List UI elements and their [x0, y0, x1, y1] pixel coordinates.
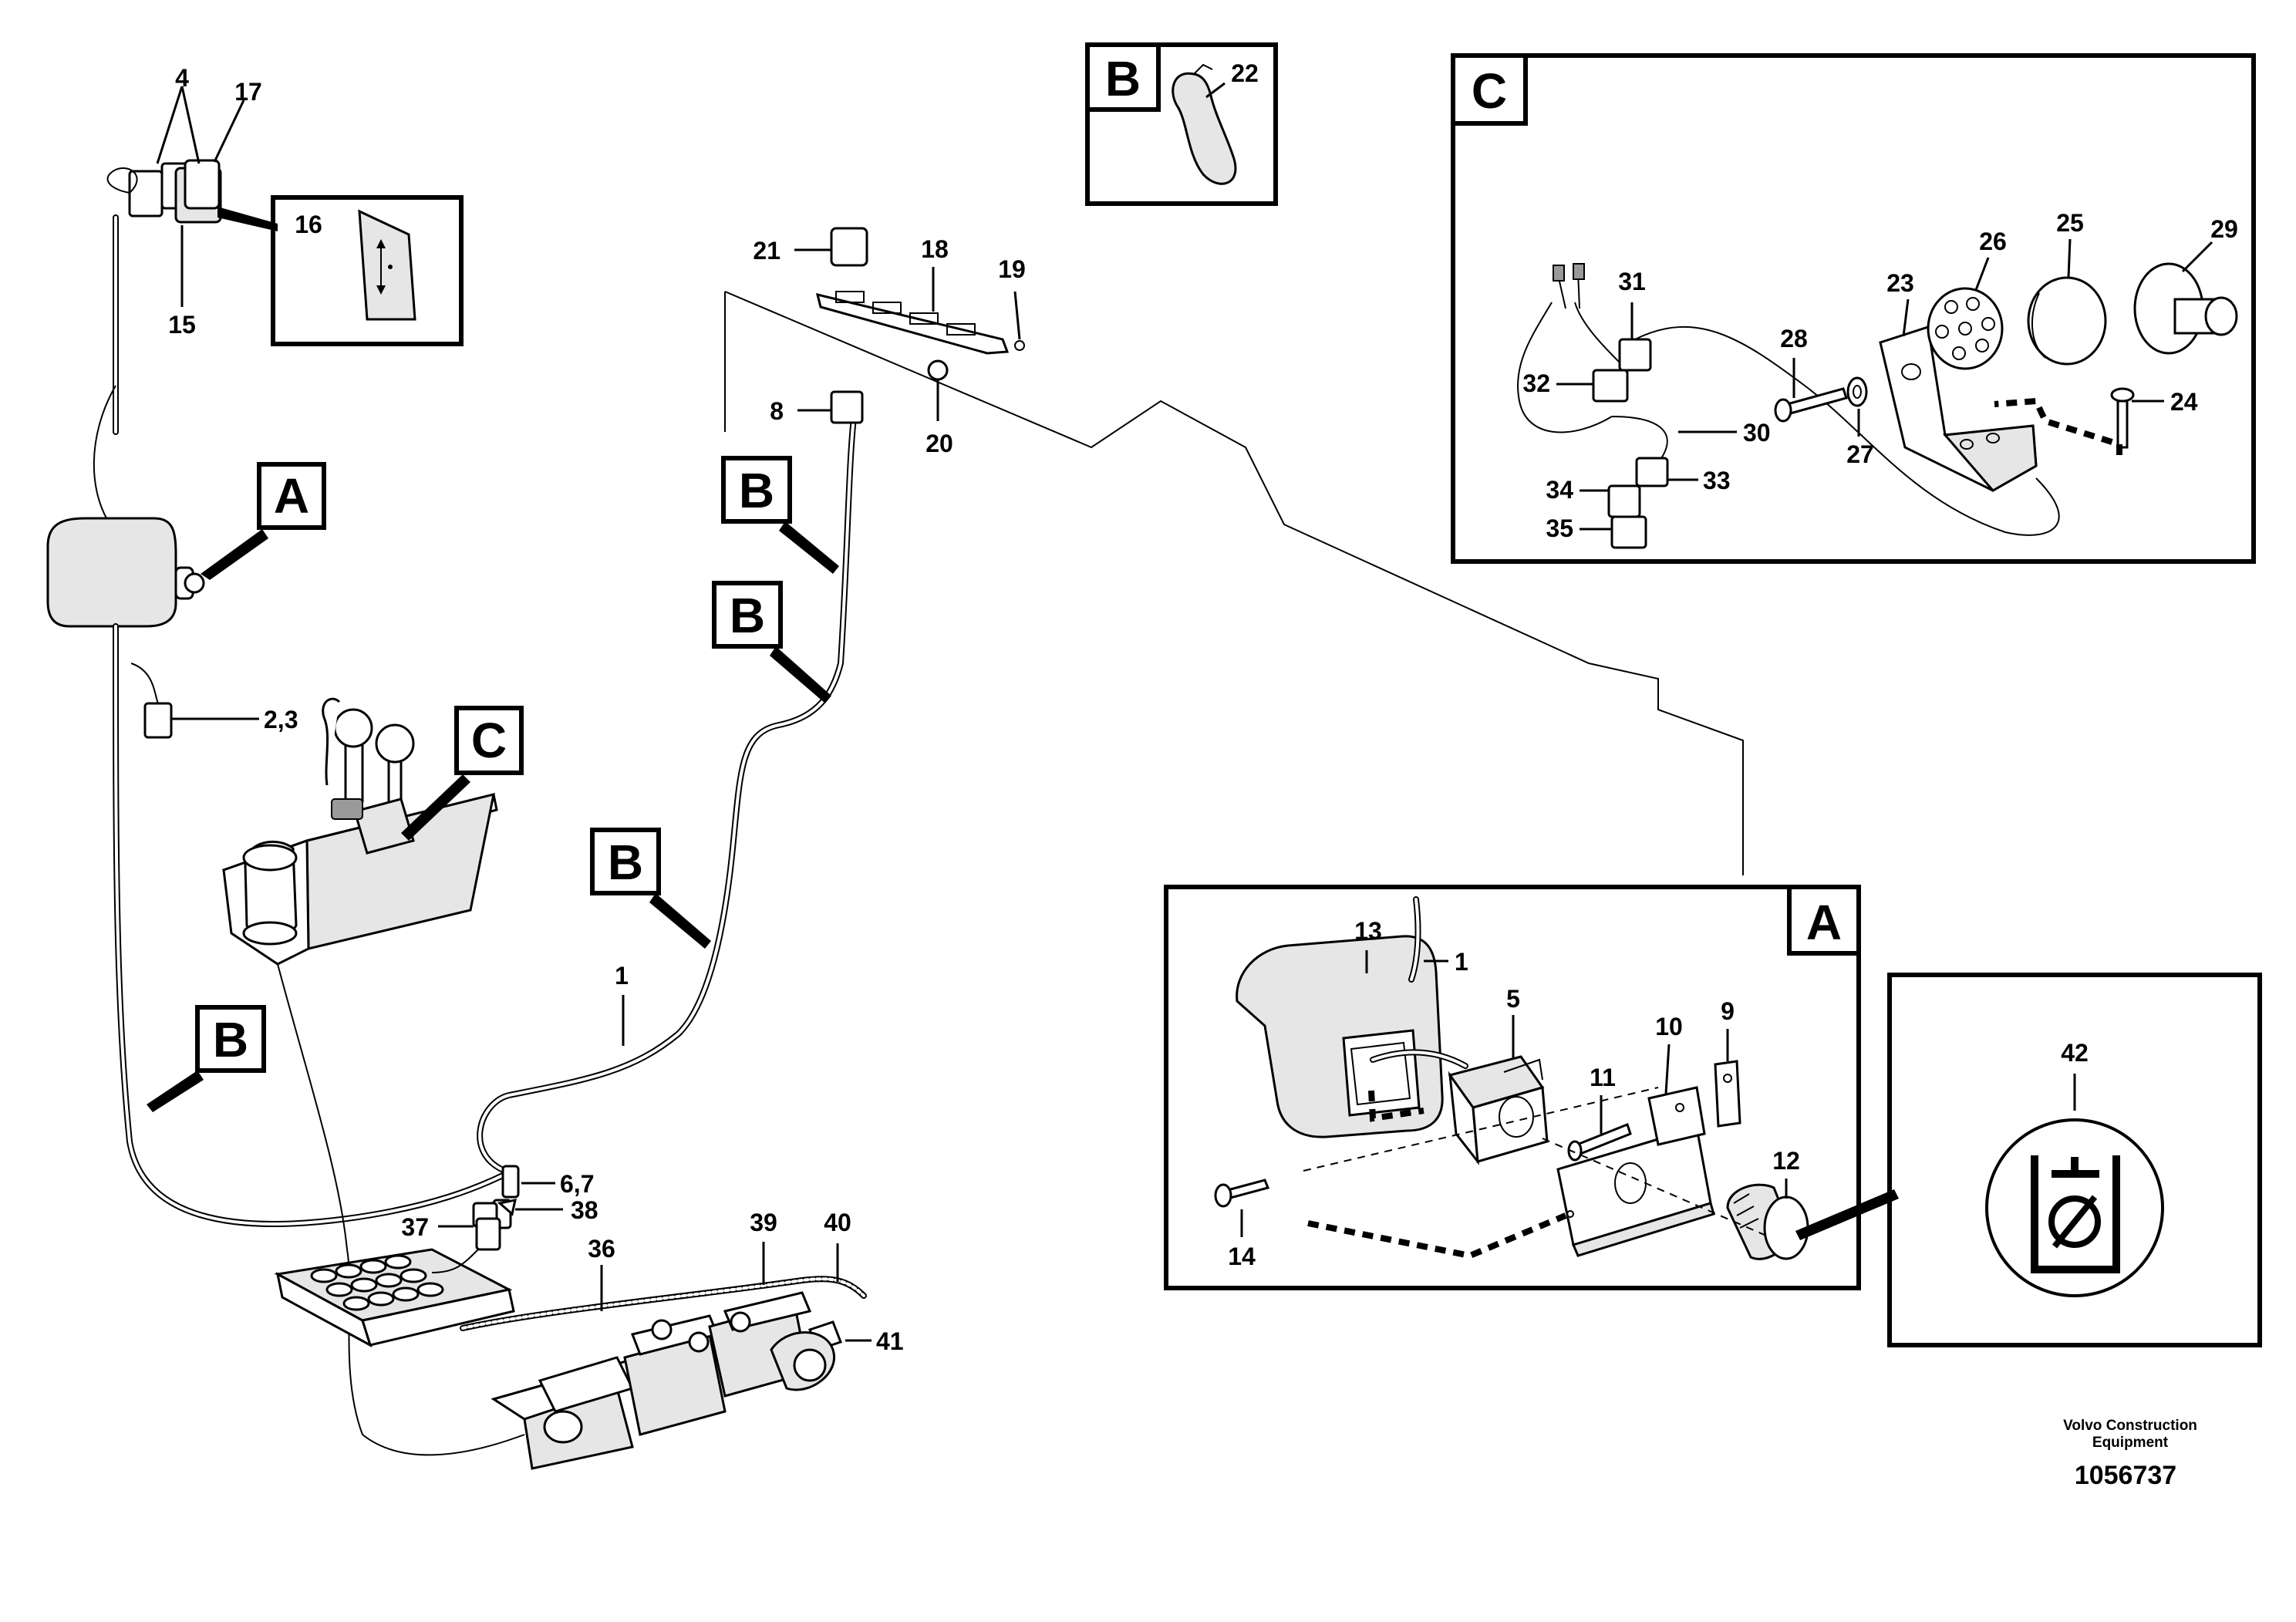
- callout-33: 33: [1703, 467, 1731, 494]
- callout-42: 42: [2061, 1039, 2089, 1067]
- tag-c-left: C: [471, 713, 507, 768]
- callout-19: 19: [998, 255, 1026, 283]
- cable-tie-icon: [1172, 63, 1237, 185]
- symbol-box-16: [271, 195, 464, 346]
- callout-4: 4: [175, 64, 189, 92]
- foot-pedal: [274, 1248, 515, 1348]
- callout-27: 27: [1846, 440, 1874, 468]
- tag-c-left-frame: [454, 706, 524, 775]
- push-button-12: [1726, 1183, 1809, 1260]
- callout-31: 31: [1618, 268, 1646, 295]
- detail-c-frame: [1451, 53, 2256, 564]
- callout-15: 15: [168, 311, 196, 339]
- horn-button-housing-a: [46, 517, 205, 628]
- callout-23: 23: [1886, 269, 1914, 297]
- tag-a-left: A: [274, 468, 309, 524]
- callout-1: 1: [615, 962, 629, 990]
- callout-38: 38: [571, 1196, 598, 1224]
- parking-brake-symbol-icon: [2031, 1155, 2120, 1273]
- callout-32: 32: [1522, 369, 1550, 397]
- lever-symbol-icon: [358, 209, 416, 321]
- relay-bracket-18: [815, 291, 1010, 355]
- callout-12: 12: [1772, 1147, 1800, 1175]
- tag-b-middle: B: [730, 588, 765, 643]
- brand-line-1: Volvo Construction: [2063, 1418, 2197, 1434]
- callout-26: 26: [1979, 228, 2007, 255]
- callout-37: 37: [401, 1213, 429, 1241]
- callout-28: 28: [1780, 325, 1808, 352]
- knob-29: [2133, 262, 2238, 355]
- callout-34: 34: [1546, 476, 1573, 504]
- callout-39: 39: [750, 1209, 777, 1236]
- solenoid-valve-block: [491, 1291, 836, 1470]
- connector-plug-26: [1927, 287, 2004, 370]
- tag-b-upper-frame: [721, 456, 792, 524]
- detail-b-frame: [1085, 42, 1278, 206]
- drawing-number: 1056737: [2075, 1461, 2176, 1490]
- callout-30: 30: [1743, 419, 1771, 447]
- callout-22: 22: [1231, 59, 1259, 87]
- callout-25: 25: [2056, 209, 2084, 237]
- callout-29: 29: [2210, 215, 2238, 243]
- callout-35: 35: [1546, 514, 1573, 542]
- tag-b-middle-frame: [712, 581, 783, 649]
- switch-housing-13: [1236, 935, 1444, 1138]
- callout-2-3: 2,3: [264, 706, 298, 733]
- callout-21: 21: [753, 237, 781, 265]
- callout-17: 17: [234, 78, 262, 106]
- tag-b-upper: B: [739, 463, 774, 518]
- cover-cap-25: [2027, 276, 2107, 366]
- callout-36: 36: [588, 1235, 615, 1263]
- detail-c-tag: C: [1472, 63, 1507, 119]
- callout-9: 9: [1721, 997, 1735, 1025]
- callout-16: 16: [295, 211, 322, 238]
- callout-14: 14: [1228, 1243, 1256, 1270]
- connector-group-top-left: [106, 159, 222, 224]
- callout-11: 11: [1590, 1064, 1616, 1091]
- callout-40: 40: [824, 1209, 851, 1236]
- callout-24: 24: [2170, 388, 2198, 416]
- callout-8: 8: [770, 397, 784, 425]
- callout-1-detail: 1: [1455, 948, 1468, 976]
- switch-body-5: [1448, 1055, 1549, 1165]
- tag-b-lower-frame: [590, 828, 661, 895]
- brand-line-2: Equipment: [2092, 1435, 2169, 1451]
- callout-10: 10: [1655, 1013, 1683, 1040]
- callout-18: 18: [921, 235, 949, 263]
- detail-b-tag: B: [1105, 51, 1141, 106]
- callout-13: 13: [1354, 917, 1382, 945]
- tag-a-left-frame: [257, 462, 326, 530]
- callout-20: 20: [925, 430, 953, 457]
- tag-b-left: B: [213, 1012, 248, 1067]
- mounting-plate-10: [1556, 1086, 1715, 1257]
- tag-b-left-frame: [195, 1005, 266, 1073]
- detail-a-frame: [1164, 885, 1861, 1290]
- symbol-box-42: [1887, 973, 2262, 1347]
- tag-b-lower: B: [608, 835, 643, 890]
- callout-41: 41: [876, 1327, 904, 1355]
- detail-a-tag: A: [1806, 895, 1842, 950]
- callout-6-7: 6,7: [560, 1170, 594, 1198]
- callout-5: 5: [1506, 985, 1520, 1013]
- cab-outline-line: [724, 291, 1744, 875]
